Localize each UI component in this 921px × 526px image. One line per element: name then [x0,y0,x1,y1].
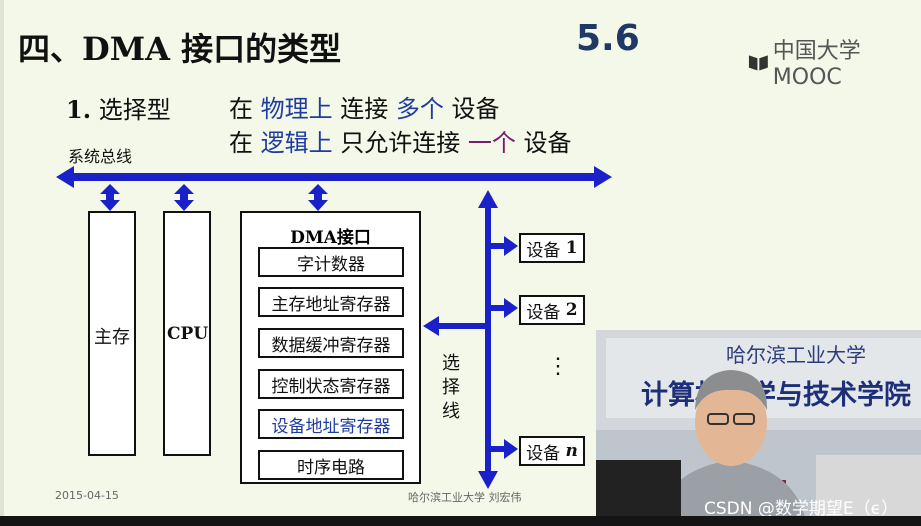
book-icon [748,54,768,70]
device-2-link [491,298,518,318]
selection-line-arrow [478,190,498,489]
subtitle-text: 选择型 [98,96,171,124]
description-line-1: 在 物理上 连接 多个 设备 [229,89,500,124]
line1-multiple: 多个 [395,95,444,123]
register-memory-address: 主存地址寄存器 [258,287,404,317]
line1-part-a: 在 [229,95,261,123]
device-n-link [491,439,518,459]
section-number: 5.6 [576,18,640,59]
video-frame: 哈尔滨工业大学 计算机科学与技术学院 [596,330,921,522]
register-data-buffer: 数据缓冲寄存器 [258,328,404,358]
device-n-box: 设备 n [519,436,585,466]
cpu-bus-link [174,184,194,211]
dma-interface-box: DMA接口 字计数器 主存地址寄存器 数据缓冲寄存器 控制状态寄存器 设备地址寄… [240,211,421,484]
slide-title: 四、DMA 接口的类型 [18,30,342,68]
footer-author: 哈尔滨工业大学 刘宏伟 [408,491,522,504]
cpu-box: CPU [163,211,211,456]
line1-physical: 物理上 [260,95,333,123]
register-device-address: 设备地址寄存器 [258,409,404,439]
device-2-box: 设备 2 [519,295,585,325]
memory-bus-link [100,184,120,211]
line2-part-a: 在 [229,129,261,157]
device-1-box: 设备 1 [519,233,585,263]
csdn-watermark: CSDN @数学期望E（ϵ） [704,499,899,519]
lecturer-video[interactable]: 哈尔滨工业大学 计算机科学与技术学院 [596,330,921,522]
line2-logical: 逻辑上 [260,129,333,157]
register-control-status: 控制状态寄存器 [258,369,404,399]
line2-one: 一个 [467,129,516,157]
system-bus-arrow [56,166,612,188]
system-bus-label: 系统总线 [68,147,133,166]
bottom-bar [0,516,921,526]
cpu-label: CPU [167,324,209,344]
banner-main-text: 计算机科学与技术学院 [641,379,911,411]
subtitle-number: 1. [66,95,92,124]
main-memory-label: 主存 [94,327,130,348]
selection-line-label: 选 择 线 [442,353,460,422]
line1-part-e: 设备 [443,95,500,123]
dma-selection-link [423,316,485,336]
dma-interface-title: DMA接口 [290,228,371,248]
register-timing-circuit: 时序电路 [258,450,404,480]
device-1-name: 设备 [526,240,561,261]
device-n-number: n [565,441,578,461]
device-1-number: 1 [565,238,578,258]
main-memory-box: 主存 [88,211,136,456]
description-line-2: 在 逻辑上 只允许连接 一个 设备 [229,123,572,158]
line1-part-c: 连接 [332,95,396,123]
subtitle: 1. 选择型 [66,90,171,125]
device-n-name: 设备 [526,443,561,464]
dma-bus-link [308,184,328,211]
line2-part-e: 设备 [515,129,572,157]
line2-part-c: 只允许连接 [332,129,468,157]
device-1-link [491,236,518,256]
footer-date: 2015-04-15 [55,489,119,502]
register-word-counter: 字计数器 [258,247,404,277]
device-2-name: 设备 [526,302,561,323]
mooc-logo-text: 中国大学MOOC [772,39,861,90]
mooc-logo: 中国大学MOOC [748,33,921,90]
device-ellipsis: ⋮ [547,354,569,379]
banner-top-text: 哈尔滨工业大学 [726,343,866,367]
device-2-number: 2 [565,300,578,320]
window-edge [0,0,4,526]
